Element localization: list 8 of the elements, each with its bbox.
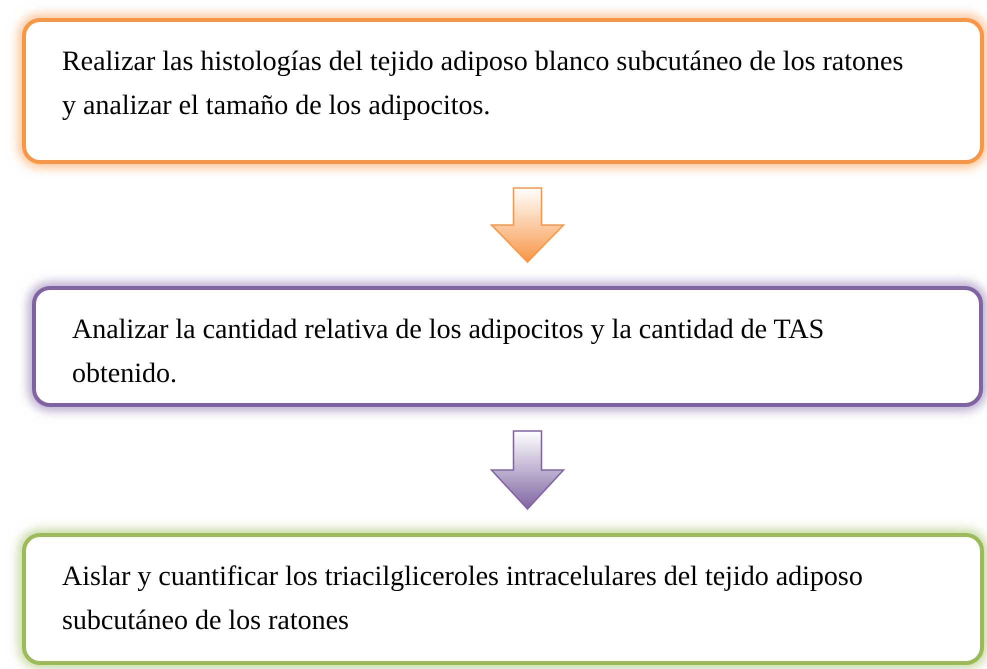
step-text: Analizar la cantidad relativa de los adipocitos y la cantidad de TAS obtenido. bbox=[72, 313, 826, 391]
step-text: Realizar las histologías del tejido adiposo blanco subcutáneo de los ratones y analizar el tamaño de los adipocitos. bbox=[62, 45, 904, 123]
process-box bbox=[32, 286, 983, 407]
block-arrow bbox=[490, 187, 566, 264]
process-box bbox=[22, 533, 984, 665]
block-arrow bbox=[490, 430, 566, 510]
process-box bbox=[22, 18, 984, 164]
step-text: Aislar y cuantificar los triacilgliceroles intracelulares del tejido adiposo subcutáneo de los ratones bbox=[62, 560, 864, 638]
